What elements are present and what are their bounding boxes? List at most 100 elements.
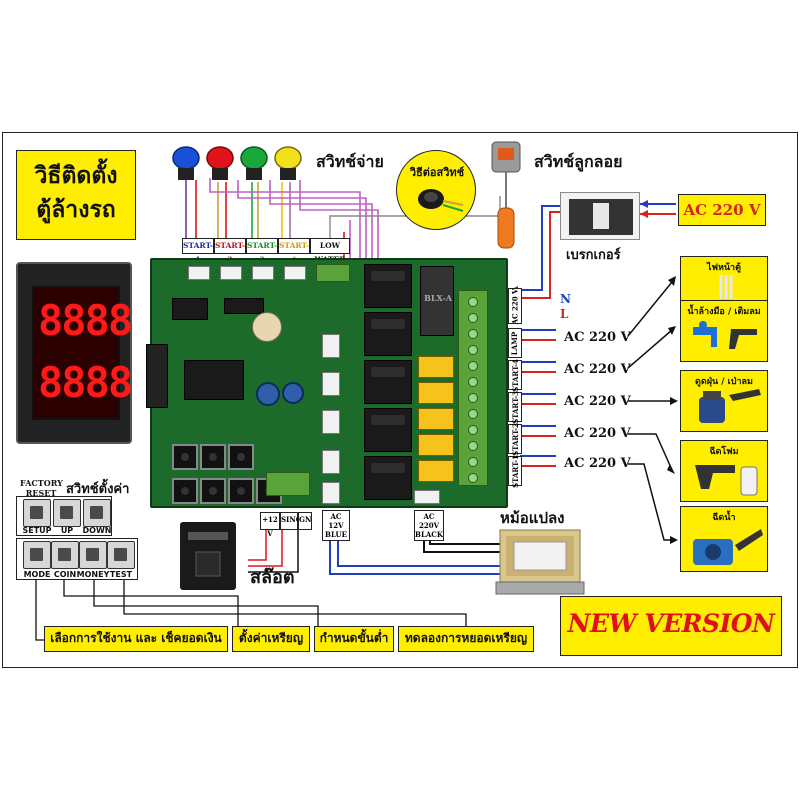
coin-label-12v: +12 V [260,512,280,538]
led-connector-4 [322,450,340,474]
push-switch-red-icon [206,146,234,180]
title-line-1: วิธีติดตั้ง [34,163,118,189]
low-water-terminal [316,264,350,282]
device-box-foam: ฉีดโฟม [680,440,768,502]
main-relay: BLX-A [420,266,454,336]
power-l-label: L [560,307,569,321]
device-arrows [627,281,673,541]
setup-heading: สวิทช์ตั้งค่า [66,482,130,497]
relay-5 [364,456,412,500]
board-button-2 [200,444,226,470]
device-arrowheads [667,276,678,544]
relay-label-start-3: START-3 [508,391,522,423]
capacitor-2 [282,382,304,404]
output-arrows [520,329,556,467]
pcb-ac12-text: AC 12V [328,512,344,530]
fuse-2 [418,382,454,404]
output-ac-1: AC 220 V [564,330,631,345]
ic-chip-1 [172,298,208,320]
relay-label-lamp: LAMP [508,328,522,358]
transformer-icon [495,529,585,595]
description-coin: ตั้งค่าเหรียญ [232,626,310,652]
microcontroller-chip [184,360,244,400]
relay-4 [364,408,412,452]
buzzer [252,312,282,342]
vacuum-icon [699,389,761,423]
foam-gun-icon [695,465,758,496]
relay-3 [364,360,412,404]
breaker-icon [560,192,640,240]
pcb-label-ac220: AC 220V BLACK [414,510,444,541]
board-button-6 [228,478,254,504]
power-220v-connector [414,490,440,504]
relay-label-start-4: START-4 [508,359,522,391]
down-button[interactable] [83,499,111,527]
description-test: ทดลองการหยอดเหรียญ [398,626,534,652]
money-button-label: MONEY [76,570,110,579]
output-ac-4: AC 220 V [564,426,631,441]
ic-chip-2 [224,298,264,314]
callout-label: วิธีต่อสวิทช์ [409,166,465,179]
power-12v-connector [322,482,340,504]
board-button-3 [228,444,254,470]
description-leaders [35,566,467,641]
device-label-faucet-air: น้ำล้างมือ / เติมลม [687,307,761,317]
description-money: กำหนดขั้นต่ำ [314,626,394,652]
faucet-air-gun-icon [693,321,757,349]
ac-input-box: AC 220 V [678,194,766,226]
pcb-ac220-text: AC 220V [418,512,440,530]
setup-button-label: SETUP [22,526,52,535]
wire-label-start-3: START-3 [246,238,278,264]
push-switch-group [172,146,302,180]
device-label-foam: ฉีดโฟม [709,447,739,457]
new-version-label: NEW VERSION [567,609,775,638]
device-label-washer: ฉีดน้ำ [712,513,736,523]
output-ac-5: AC 220 V [564,456,631,471]
up-button-label: UP [60,526,74,535]
display-header [146,344,168,408]
push-switch-yellow-icon [274,146,302,180]
switch-heading: สวิทช์จ่าย [316,152,384,171]
float-switch-label: สวิทช์ลูกลอย [534,152,623,171]
power-n-label: N [560,292,571,306]
device-box-washer: ฉีดน้ำ [680,506,768,572]
capacitor-1 [256,382,280,406]
push-switch-green-icon [240,146,268,180]
relay-label-start-2: START-2 [508,423,522,455]
board-button-1 [172,444,198,470]
led-connector-2 [322,372,340,396]
up-button[interactable] [53,499,81,527]
output-ac-2: AC 220 V [564,362,631,377]
mode-button[interactable] [23,541,51,569]
down-button-label: DOWN [82,526,112,535]
relay-brand: BLX-A [424,293,452,303]
mode-button-label: MODE [23,570,51,579]
new-version-box: NEW VERSION [560,596,782,656]
output-terminal-block [458,290,488,486]
led-connector-1 [322,334,340,358]
pcb-label-ac12: AC 12V BLUE [322,510,350,541]
coin-button[interactable] [51,541,79,569]
wire-label-low-water: LOW WATER [310,238,350,264]
coin-button-label: COIN [53,570,77,579]
dispense-switches [170,142,310,188]
coin-slot-wires [248,530,299,573]
test-button[interactable] [107,541,135,569]
wire-label-start-1: START-1 [182,238,214,264]
led-display-window: 8888 8888 [32,286,133,420]
relay-2 [364,312,412,356]
title-box: วิธีติดตั้ง ตู้ล้างรถ [16,150,136,240]
coin-label-gn: GN [298,512,312,530]
coin-slot-label: สล๊อต [250,567,295,588]
title-line-2: ตู้ล้างรถ [36,197,116,223]
relay-label-ac220: AC 220 V [508,288,522,324]
ac-input-arrows [640,200,676,218]
relay-label-start-1: START-1 [508,455,522,487]
board-button-4 [172,478,198,504]
fuse-3 [418,408,454,430]
output-ac-3: AC 220 V [564,394,631,409]
device-label-lamp: ไฟหน้าตู้ [707,263,741,273]
money-button[interactable] [79,541,107,569]
led-connector-3 [322,410,340,434]
setup-button[interactable] [23,499,51,527]
